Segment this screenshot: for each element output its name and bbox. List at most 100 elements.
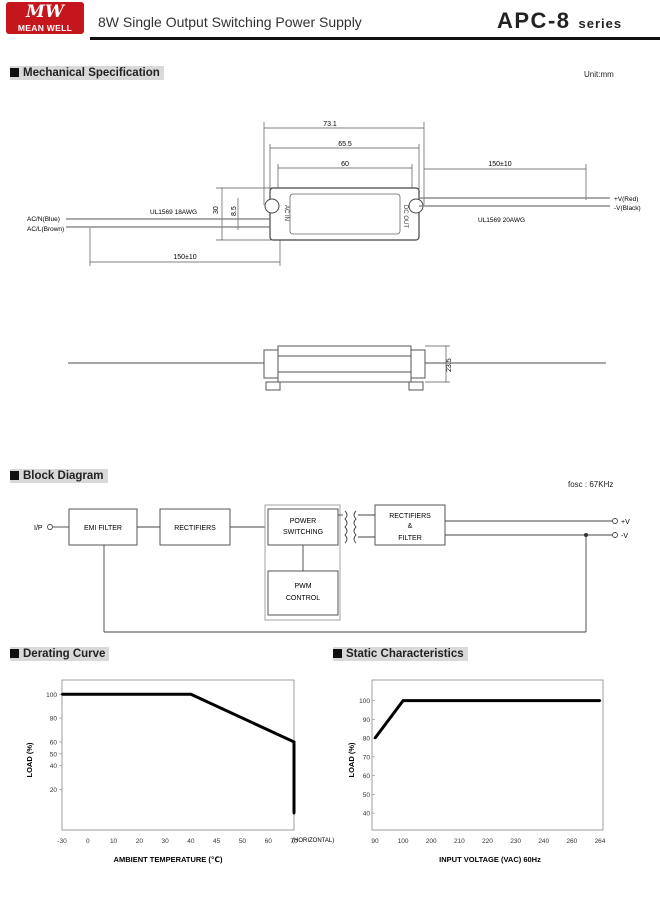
y-tick-label: 60 <box>50 739 58 746</box>
header-rule <box>90 37 660 40</box>
rectifiers2-label: RECTIFIERS <box>389 513 431 520</box>
vplus-label: +V <box>621 519 630 526</box>
emi-filter-label: EMI FILTER <box>84 525 122 532</box>
section-title: Mechanical Specification <box>23 67 160 79</box>
y-tick-label: 50 <box>50 751 58 758</box>
data-point <box>189 693 193 696</box>
dim-mid: 65.5 <box>338 141 352 148</box>
x-tick-label: 260 <box>566 838 577 845</box>
filter-label: FILTER <box>398 535 422 542</box>
x-tick-label: 40 <box>187 838 195 845</box>
power-label: POWER <box>290 518 316 525</box>
dim-hole: 8.5 <box>231 206 238 216</box>
y-tick-label: 70 <box>363 754 371 761</box>
x-unit-label: (HORIZONTAL) <box>292 838 334 844</box>
x-tick-label: -30 <box>57 838 67 845</box>
case-left-label: AC IN <box>283 205 289 221</box>
y-tick-label: 60 <box>363 773 371 780</box>
x-tick-label: 45 <box>213 838 221 845</box>
section-mechanical: Mechanical Specification <box>10 66 164 80</box>
y-tick-label: 100 <box>46 692 57 699</box>
section-marker-icon <box>10 68 19 77</box>
x-tick-label: 90 <box>371 838 379 845</box>
data-point <box>401 699 405 702</box>
data-point <box>292 812 296 815</box>
y-axis-label: LOAD (%) <box>347 742 356 777</box>
dim-inner: 60 <box>341 161 349 168</box>
x-tick-label: 70 <box>290 838 298 845</box>
dim-overall: 73.1 <box>323 121 337 128</box>
y-tick-label: 40 <box>50 763 58 770</box>
x-tick-label: 200 <box>426 838 437 845</box>
data-point <box>373 736 377 740</box>
in-label-l: AC/L(Brown) <box>27 226 64 233</box>
y-tick-label: 100 <box>359 698 370 705</box>
y-tick-label: 20 <box>50 787 58 794</box>
section-marker-icon <box>10 649 19 658</box>
y-tick-label: 50 <box>363 792 371 799</box>
mean-well-logo: MW MEAN WELL <box>6 2 84 34</box>
y-tick-label: 40 <box>363 811 371 818</box>
model-title: APC-8 series <box>497 8 622 34</box>
y-axis-label: LOAD (%) <box>25 742 34 777</box>
data-point <box>292 740 296 744</box>
model-name: APC-8 <box>497 8 571 33</box>
static-chart: 90 100 200 210 220 230 240 260 264 100 90 80 70 60 50 4… <box>347 679 606 864</box>
x-tick-label: 210 <box>454 838 465 845</box>
input-label: I/P <box>34 525 43 532</box>
logo-name: MEAN WELL <box>17 23 73 33</box>
section-block-diagram: Block Diagram <box>10 469 108 483</box>
x-tick-label: 20 <box>136 838 144 845</box>
x-tick-label: 220 <box>482 838 493 845</box>
rectifiers2-amp: & <box>408 523 413 530</box>
derating-chart: -30 0 10 20 30 40 45 50 60 70 100 80 60 50 40 20 LOAD (… <box>25 679 334 864</box>
x-tick-label: 10 <box>110 838 118 845</box>
out-wire-spec: UL1569 20AWG <box>478 217 525 224</box>
dim-side-height: 23.5 <box>446 358 453 372</box>
rectifiers-label: RECTIFIERS <box>174 525 216 532</box>
section-marker-icon <box>10 471 19 480</box>
section-static: Static Characteristics <box>333 647 468 661</box>
unit-label: Unit:mm <box>584 70 614 79</box>
in-wire-spec: UL1569 18AWG <box>150 209 197 216</box>
plot-frame <box>371 679 604 831</box>
x-tick-label: 30 <box>161 838 169 845</box>
x-tick-label: 230 <box>510 838 521 845</box>
product-subtitle: 8W Single Output Switching Power Supply <box>98 14 362 30</box>
mechanical-drawing: AC IN DC OUT 73.1 65.5 60 150±10 150±10 … <box>27 121 641 391</box>
in-label-n: AC/N(Blue) <box>27 216 60 223</box>
x-tick-label: 240 <box>538 838 549 845</box>
fosc-label: fosc : 67KHz <box>568 480 614 489</box>
pwm-label: PWM <box>294 583 311 590</box>
vminus-label: -V <box>621 533 628 540</box>
control-label: CONTROL <box>286 595 320 602</box>
data-point <box>60 693 64 696</box>
case-right-label: DC OUT <box>402 205 408 228</box>
model-series: series <box>578 16 623 31</box>
y-tick-label: 90 <box>363 717 371 724</box>
x-tick-label: 50 <box>239 838 247 845</box>
x-tick-label: 264 <box>595 838 606 845</box>
y-tick-label: 80 <box>363 736 371 743</box>
section-derating: Derating Curve <box>10 647 110 661</box>
x-tick-label: 0 <box>86 838 90 845</box>
x-axis-label: AMBIENT TEMPERATURE (℃) <box>114 855 223 864</box>
series-line <box>62 692 296 814</box>
data-point <box>598 699 602 702</box>
x-axis-label: INPUT VOLTAGE (VAC) 60Hz <box>439 855 541 864</box>
block-diagram: I/P EMI FILTER RECTIFIERS POWER SWITCHIN… <box>34 504 630 633</box>
junction-dot <box>584 533 588 537</box>
section-marker-icon <box>333 649 342 658</box>
dim-height: 30 <box>213 206 220 214</box>
section-title: Block Diagram <box>23 470 104 482</box>
y-tick-label: 80 <box>50 716 58 723</box>
section-title: Derating Curve <box>23 648 106 660</box>
section-title: Static Characteristics <box>346 648 464 660</box>
dim-out-lead: 150±10 <box>488 161 511 168</box>
x-tick-label: 60 <box>265 838 273 845</box>
x-tick-label: 100 <box>398 838 409 845</box>
plot-frame <box>61 679 295 831</box>
dim-in-lead: 150±10 <box>173 254 196 261</box>
out-label-neg: -V(Black) <box>614 205 641 212</box>
switching-label: SWITCHING <box>283 529 323 536</box>
